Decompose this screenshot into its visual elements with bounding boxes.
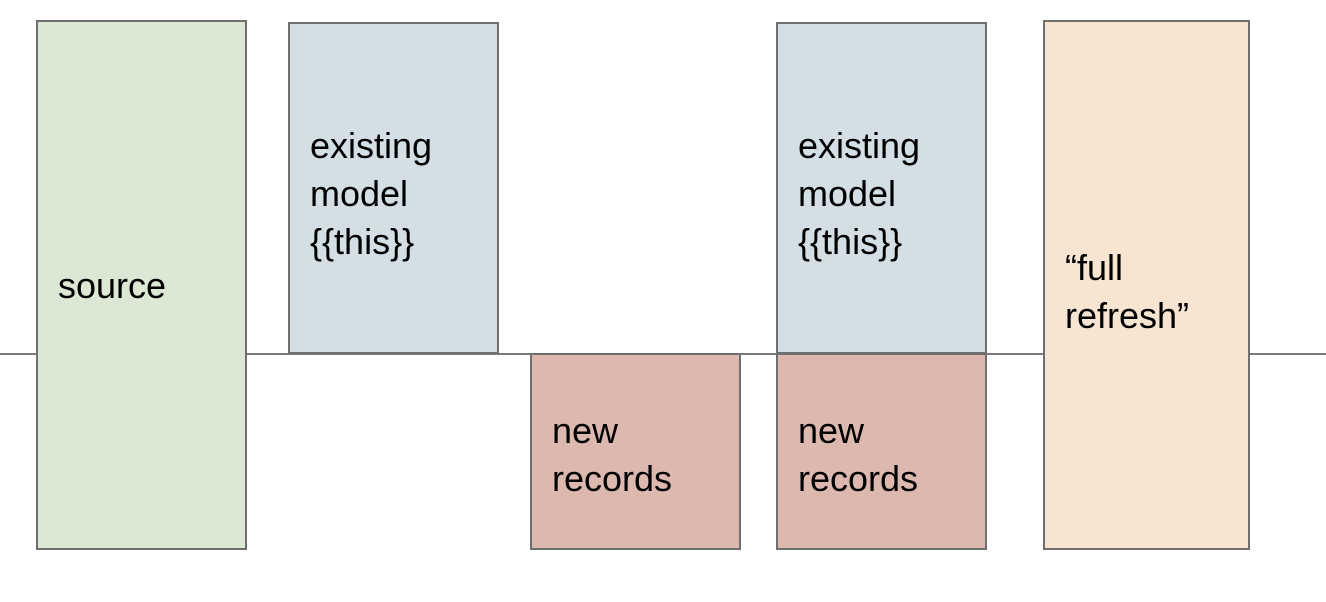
source-box-label: source bbox=[58, 265, 167, 306]
existing-model-right-label: existing model {{this}} bbox=[798, 125, 921, 262]
full-refresh-box[interactable]: “full refresh” bbox=[1043, 20, 1250, 550]
full-refresh-label: “full refresh” bbox=[1065, 247, 1190, 336]
new-records-left-box[interactable]: new records bbox=[530, 353, 741, 550]
source-box[interactable]: source bbox=[36, 20, 247, 550]
new-records-left-label: new records bbox=[552, 410, 673, 499]
existing-model-right-box[interactable]: existing model {{this}} bbox=[776, 22, 987, 354]
existing-model-left-label: existing model {{this}} bbox=[310, 125, 433, 262]
new-records-right-box[interactable]: new records bbox=[776, 353, 987, 550]
new-records-right-label: new records bbox=[798, 410, 919, 499]
existing-model-left-box[interactable]: existing model {{this}} bbox=[288, 22, 499, 354]
